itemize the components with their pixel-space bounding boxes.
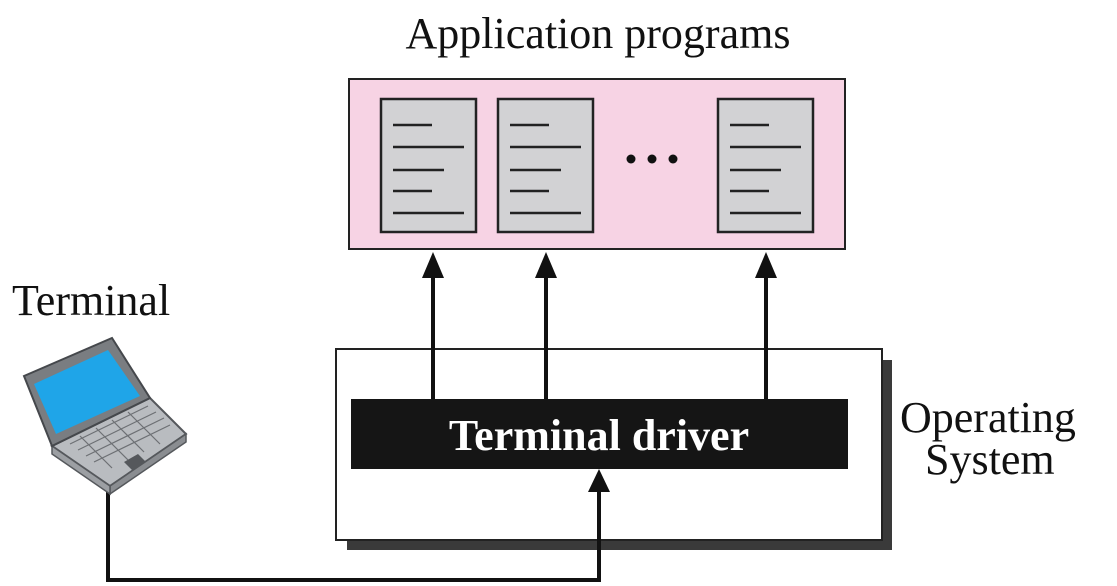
terminal-driver-label: Terminal driver [449,411,749,460]
ellipsis [626,154,678,164]
document-icon [496,97,595,234]
arrowhead [755,252,777,278]
arrowhead [588,469,610,492]
document-icon [716,97,815,234]
operating-system-label-line1: Operating [900,393,1076,442]
document-icon [379,97,478,234]
operating-system-label-line2: System [925,435,1055,484]
terminal-label: Terminal [12,276,170,325]
arrowhead [422,252,444,278]
laptop-icon [22,336,188,496]
terminal-connection-line [106,484,601,582]
application-programs-label: Application programs [406,9,791,58]
terminal-driver-box [351,399,848,469]
arrowhead [535,252,557,278]
